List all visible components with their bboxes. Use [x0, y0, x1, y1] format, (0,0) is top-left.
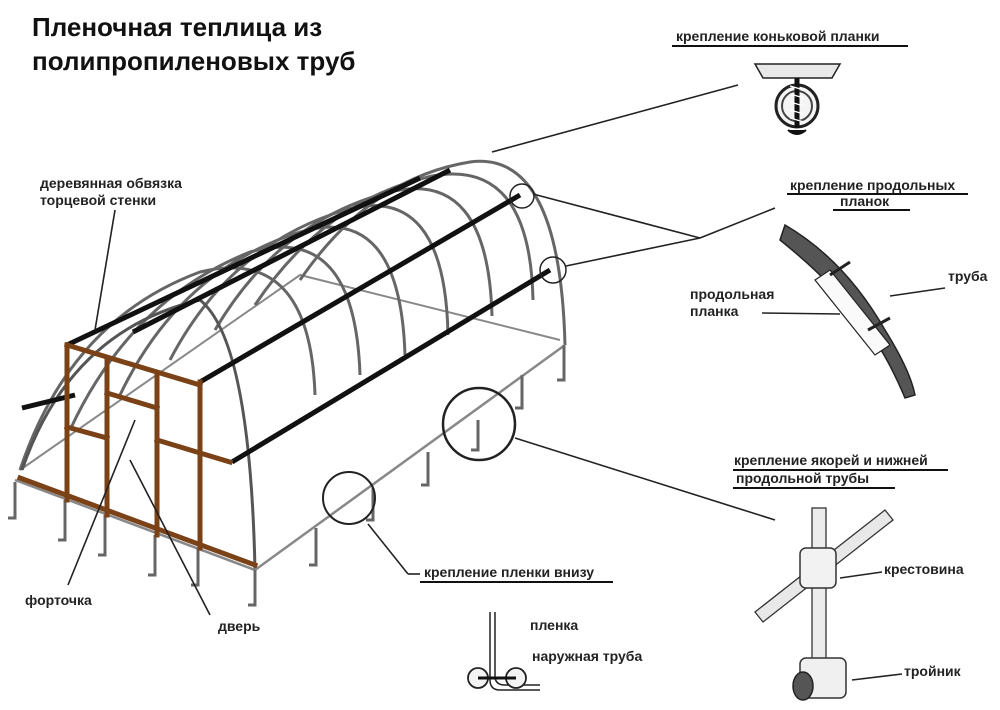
longitudinal-fastening-label-2: планок: [840, 193, 890, 209]
anchor-fastening-label-1: крепление якорей и нижней: [734, 452, 928, 468]
window-label: форточка: [25, 592, 92, 608]
outer-pipe-label: наружная труба: [532, 648, 643, 664]
detail-circles: [322, 183, 567, 525]
film-label: пленка: [530, 617, 579, 633]
door-label: дверь: [218, 618, 261, 634]
longitudinal-fastening-label-1: крепление продольных: [790, 177, 956, 193]
tee-label: тройник: [904, 663, 961, 679]
wood-frame-label-1: деревянная обвязка: [40, 175, 182, 191]
cross-label: крестовина: [884, 561, 964, 577]
cross-tee-icon: [754, 507, 894, 701]
ridge-fastening-icon: [753, 63, 842, 135]
batten-label-2: планка: [690, 303, 739, 319]
longitudinal-battens: [21, 167, 552, 465]
batten-label-1: продольная: [690, 286, 775, 302]
title-line-1: Пленочная теплица из: [32, 12, 323, 42]
greenhouse-frame: [14, 159, 567, 572]
batten-fastening-icon: [779, 223, 916, 399]
title-line-2: полипропиленовых труб: [32, 46, 356, 76]
callout-rules: [420, 45, 968, 583]
film-fastening-label: крепление пленки внизу: [424, 564, 595, 580]
ridge-fastening-label: крепление коньковой планки: [676, 28, 880, 44]
wooden-end-frame: [16, 341, 259, 569]
leader-lines: [67, 84, 946, 681]
anchor-fastening-label-2: продольной трубы: [736, 470, 870, 486]
anchor-posts: [8, 345, 566, 607]
diagram-title: Пленочная теплица из полипропиленовых тр…: [32, 10, 355, 78]
film-fastening-icon: [467, 612, 540, 691]
wood-frame-label-2: торцевой стенки: [40, 192, 157, 208]
pipe-label: труба: [948, 268, 988, 284]
